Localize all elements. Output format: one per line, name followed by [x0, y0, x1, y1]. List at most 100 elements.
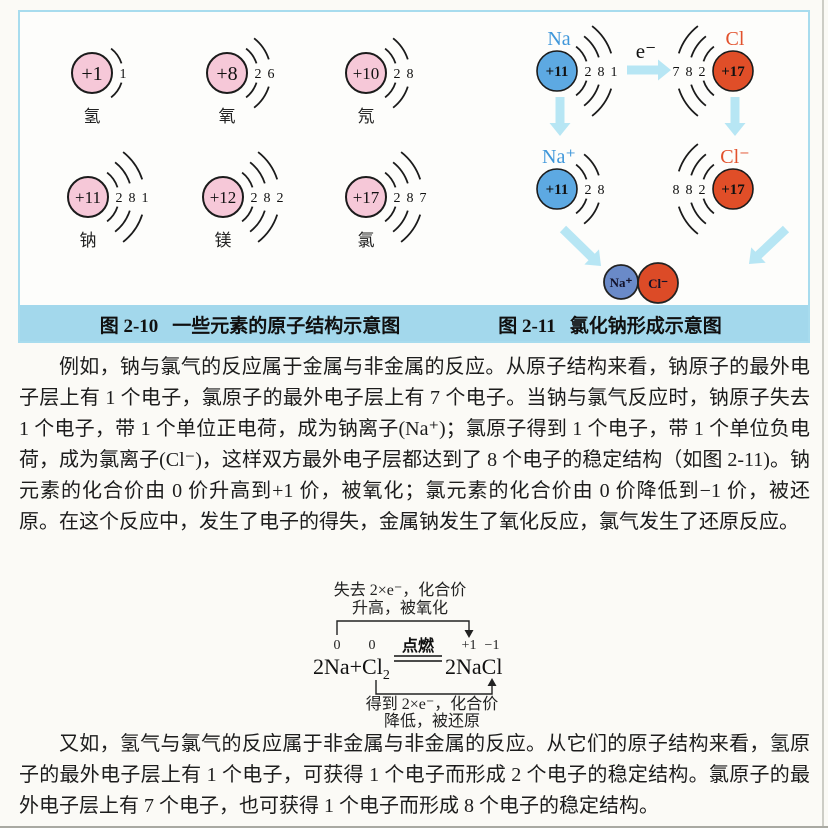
electron-shell-arc: [690, 202, 707, 225]
element-name-label: 氧: [219, 107, 236, 126]
shell-electron-count: 2: [394, 67, 401, 82]
electron-shell-arc: [583, 153, 600, 176]
electron-shell-arc: [106, 206, 119, 223]
cl-label: Cl⁻: [720, 146, 749, 168]
element-name-label: 钠: [80, 231, 97, 250]
electron-transfer-label: e⁻: [636, 39, 656, 63]
electron-shell-arc: [384, 171, 397, 188]
electron-shell-arc: [690, 153, 707, 176]
shell-electron-count: 6: [268, 67, 275, 82]
page-edge-bottom: [0, 826, 828, 828]
electron-shell-arc: [122, 151, 144, 180]
shell-electron-count: 8: [686, 183, 693, 198]
shell-electron-count: 7: [420, 191, 427, 206]
reduction-bracket: [375, 680, 493, 695]
paragraph-2: 又如，氢气与氯气的反应属于非金属与非金属的反应。从它们的原子结构来看，氢原子的最…: [19, 733, 810, 817]
electron-shell-arc: [392, 161, 409, 184]
shell-electron-count: 8: [264, 191, 271, 206]
transfer-arrow: [724, 97, 746, 136]
electron-shell-arc: [583, 84, 600, 107]
electron-shell-arc: [575, 80, 588, 97]
nucleus-circle: [536, 168, 578, 210]
electron-shell-arc: [249, 161, 266, 184]
nucleus-charge: +17: [353, 188, 380, 207]
product-na-ion-label: Na⁺: [610, 275, 633, 290]
electron-shell-arc: [702, 198, 715, 215]
electron-shell-arc: [392, 210, 409, 233]
nucleus-circle: [536, 50, 578, 92]
nucleus-charge: +11: [546, 182, 569, 198]
ox-state-na-right: +1: [462, 638, 477, 653]
redox-equation-figure: 失去 2×e⁻，化合价 升高，被氧化 0 0 点燃 +1 −1 2Na+Cl2 …: [313, 581, 502, 730]
electron-shell-arc: [110, 47, 123, 64]
shell-electron-count: 2: [394, 191, 401, 206]
electron-shell-arc: [257, 214, 279, 243]
electron-shell-arc: [245, 82, 258, 99]
shell-electron-count: 8: [673, 183, 680, 198]
shell-electron-count: 8: [598, 65, 605, 80]
oxidation-bracket: [336, 620, 470, 635]
electron-shell-arc: [677, 206, 699, 235]
nucleus-circle: [345, 176, 387, 218]
na-label: Na: [547, 28, 570, 50]
nucleus-circle: [712, 168, 754, 210]
electron-shell-arc: [702, 163, 715, 180]
element-name-label: 氢: [84, 107, 101, 126]
transfer-arrow: [627, 59, 671, 81]
nucleus-charge: +10: [353, 64, 380, 83]
shell-electron-count: 8: [407, 67, 414, 82]
page-edge-right: [822, 0, 824, 828]
nucleus-charge: +11: [546, 64, 569, 80]
electron-shell-arc: [400, 151, 422, 180]
shell-electron-count: 1: [611, 65, 618, 80]
nucleus-circle: [67, 176, 109, 218]
transfer-arrow: [549, 97, 571, 136]
nucleus-circle: [712, 50, 754, 92]
shell-electron-count: 2: [255, 67, 262, 82]
electron-shell-arc: [384, 47, 397, 64]
electron-shell-arc: [253, 86, 270, 109]
shell-electron-count: 1: [120, 67, 127, 82]
cl-label: Cl: [726, 28, 745, 50]
ox-state-cl-right: −1: [485, 638, 500, 653]
shell-electron-count: 7: [673, 65, 680, 80]
paragraph-1: 例如，钠与氯气的反应属于金属与非金属的反应。从原子结构来看，钠原子的最外电子层上…: [19, 356, 810, 533]
element-name-label: 镁: [215, 231, 232, 250]
equation-rhs: 2NaCl: [445, 654, 502, 679]
electron-shell-arc: [257, 151, 279, 180]
electron-shell-arc: [690, 35, 707, 58]
nucleus-circle: [202, 176, 244, 218]
element-name-label: 氖: [358, 107, 375, 126]
shell-electron-count: 2: [585, 183, 592, 198]
electron-shell-arc: [583, 202, 600, 225]
electron-shell-arc: [384, 206, 397, 223]
electron-shell-arc: [114, 210, 131, 233]
electron-shell-arc: [392, 86, 409, 109]
electron-shell-arc: [591, 25, 613, 54]
fig-2-11-caption-label: 图 2-11: [498, 316, 556, 337]
electron-shell-arc: [249, 210, 266, 233]
na-label: Na⁺: [542, 146, 576, 168]
reduction-bracket-arrowhead: [487, 678, 497, 686]
transfer-arrow: [749, 225, 790, 264]
product-cl-ion-label: Cl⁻: [648, 276, 668, 291]
electron-shell-arc: [392, 37, 409, 60]
electron-shell-arc: [106, 171, 119, 188]
shell-electron-count: 8: [686, 65, 693, 80]
electron-gain-annotation-line1: 得到 2×e⁻，化合价: [366, 695, 499, 713]
nucleus-circle: [71, 52, 113, 94]
shell-electron-count: 2: [277, 191, 284, 206]
shell-electron-count: 2: [116, 191, 123, 206]
electron-shell-arc: [690, 84, 707, 107]
ox-state-na-left: 0: [334, 638, 341, 653]
fig-2-10-caption-title: 一些元素的原子结构示意图: [172, 316, 401, 337]
electron-gain-annotation-line2: 降低，被还原: [384, 712, 480, 730]
electron-shell-arc: [575, 163, 588, 180]
shell-electron-count: 8: [598, 183, 605, 198]
nucleus-charge: +17: [721, 64, 745, 80]
